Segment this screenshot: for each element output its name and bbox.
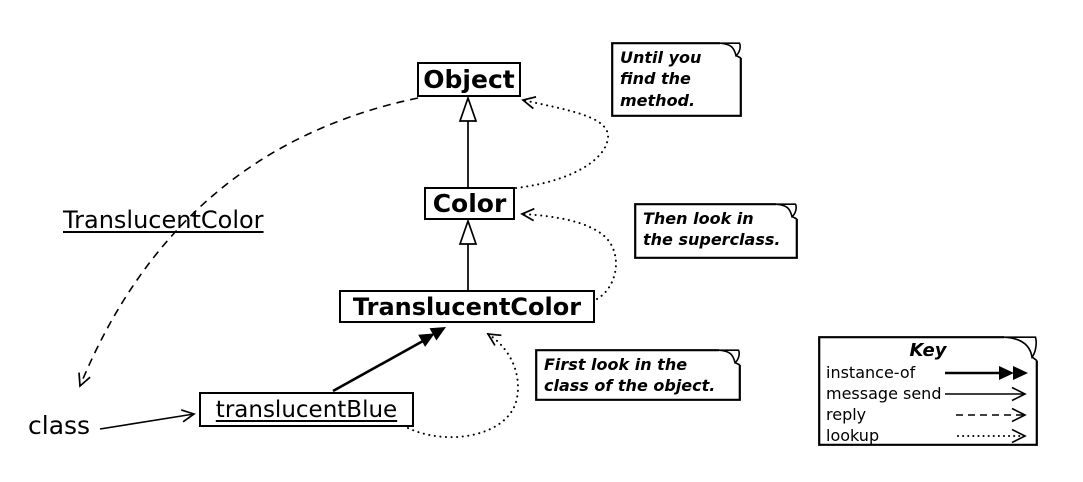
note-text: Until you find the method.: [620, 48, 702, 110]
key-row-label: reply: [826, 404, 867, 424]
key-legend: Key instance-of message send reply: [818, 336, 1038, 446]
key-row-reply: reply: [826, 404, 1030, 425]
key-row-label: message send: [826, 383, 942, 403]
note-first-look-in-the-class: First look in the class of the object.: [535, 349, 741, 401]
message-send-arrow-icon: [945, 386, 1027, 402]
inheritance-arrow-translucentcolor-to-color: [458, 218, 478, 290]
key-rows: instance-of message send reply: [826, 362, 1030, 446]
note-then-look-in-the-superclass: Then look in the superclass.: [634, 203, 798, 259]
message-send-arrow: [99, 409, 196, 430]
class-pointer-label: class: [28, 411, 91, 440]
inheritance-arrow-color-to-object: [458, 95, 478, 187]
class-box-color-label: Color: [432, 189, 507, 218]
note-until-you-find-the-method: Until you find the method.: [611, 42, 742, 117]
class-box-translucentcolor: TranslucentColor: [339, 290, 595, 323]
reply-value-label: TranslucentColor: [63, 206, 264, 234]
note-text: Then look in the superclass.: [643, 209, 781, 250]
lookup-arrow-translucentcolor-to-color: [520, 207, 617, 300]
note-text: First look in the class of the object.: [544, 355, 716, 396]
instance-box-translucentblue-label: translucentBlue: [215, 396, 398, 423]
instance-box-translucentblue: translucentBlue: [199, 392, 414, 427]
class-box-color: Color: [424, 187, 515, 220]
class-box-translucentcolor-label: TranslucentColor: [352, 292, 582, 321]
key-row-instance-of: instance-of: [826, 362, 1030, 383]
instance-of-arrow: [332, 327, 446, 393]
lookup-arrow-icon: [957, 428, 1027, 444]
class-box-object: Object: [417, 62, 521, 97]
key-row-label: lookup: [826, 425, 880, 445]
instance-of-arrow-icon: [945, 366, 1028, 380]
lookup-arrow-color-to-object: [515, 96, 610, 189]
key-row-label: instance-of: [826, 362, 916, 382]
key-title: Key: [909, 340, 947, 361]
reply-arrow: [78, 97, 419, 388]
reply-arrow-icon: [956, 407, 1027, 423]
lookup-arrow-translucentblue-to-translucentcolor: [407, 332, 519, 439]
key-row-lookup: lookup: [826, 425, 1030, 446]
key-row-message-send: message send: [826, 383, 1030, 404]
class-box-object-label: Object: [423, 65, 515, 94]
